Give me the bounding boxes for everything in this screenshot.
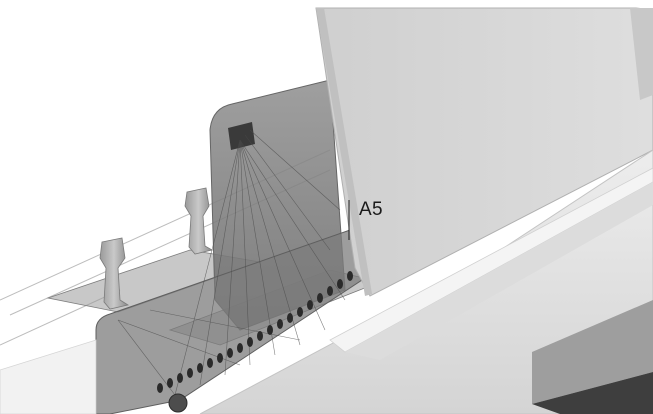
- machine-recess-dark: [532, 372, 653, 414]
- machine-recess: [532, 300, 653, 404]
- perforation-row: [157, 271, 353, 393]
- paper-guide-right: [184, 187, 214, 255]
- hopper-front-panel: [95, 229, 363, 414]
- paper-sheet-edge: [316, 8, 372, 296]
- machine-ledge: [329, 167, 653, 353]
- paper-guide-left: [99, 237, 130, 310]
- machine-ledge-shadow: [345, 182, 653, 360]
- feed-roller: [168, 393, 188, 413]
- internal-wires: [117, 129, 346, 396]
- paper-sheet-back: [630, 8, 653, 100]
- hopper-window: [228, 122, 255, 150]
- base-left: [0, 339, 97, 414]
- callout-label-a5: A5: [359, 199, 383, 220]
